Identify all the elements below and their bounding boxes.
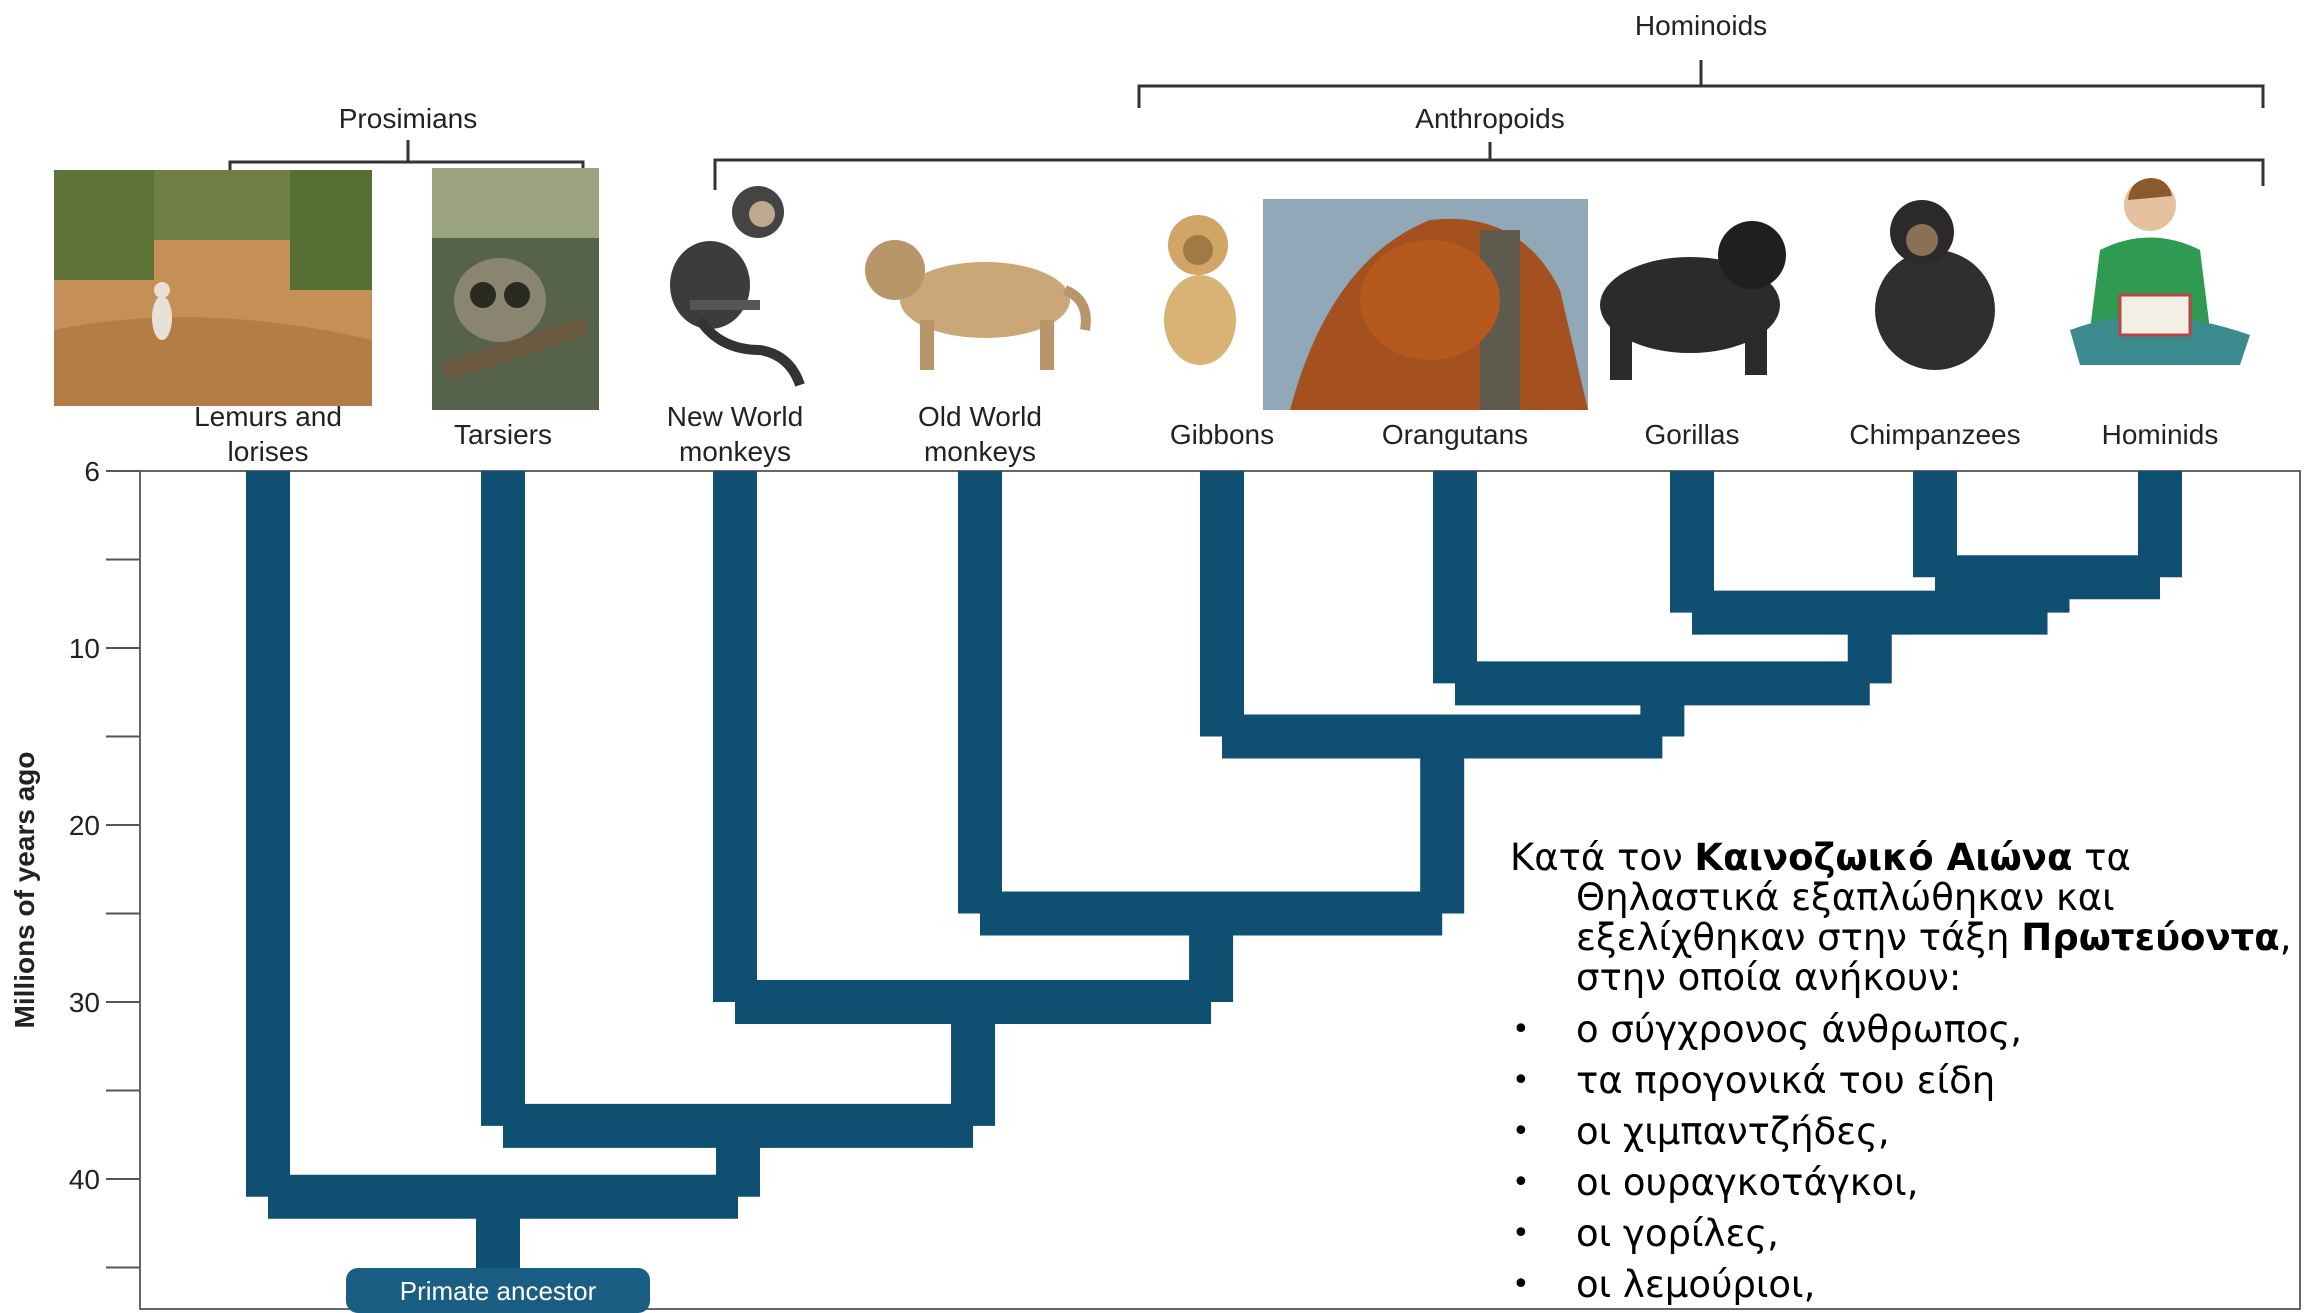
photo-lemur-icon [54,170,372,406]
bullet-icon: • [1512,1216,1530,1251]
taxon-label-chimpanzees: Chimpanzees [1849,419,2020,450]
gibbon-icon [1164,215,1236,365]
bullet-icon: • [1512,1165,1530,1200]
y-tick-label: 30 [69,987,100,1018]
new-world-monkey-icon [670,186,805,387]
note-bullet-text: οι χιμπαντζήδες, [1576,1110,1890,1153]
hominoids-bracket: Hominoids [1137,10,2265,108]
bullet-icon: • [1512,1114,1530,1149]
anthropoids-label: Anthropoids [1415,103,1564,134]
y-tick-label: 10 [69,633,100,664]
note-bullet-text: ο σύγχρονος άνθρωπος, [1576,1008,2022,1051]
note-intro-mid: τα Θηλαστικά εξαπλώθηκαν και εξελίχθηκαν… [1576,836,2131,959]
bullet-icon: • [1512,1012,1530,1047]
anthropoids-bracket: Anthropoids [713,103,2265,190]
hominoids-label: Hominoids [1635,10,1767,41]
taxon-label-orangutans: Orangutans [1382,419,1528,450]
prosimians-bracket: Prosimians [228,103,585,175]
baboon-icon [865,240,1091,370]
note-bullet-list: • ο σύγχρονος άνθρωπος, • τα προγονικά του… [1510,1004,2300,1310]
note-intro-bold-primates: Πρωτεύοντα [2021,916,2280,959]
note-bullet-text: οι λεμούριοι, [1576,1263,1816,1306]
taxon-label-gibbons: Gibbons [1170,419,1274,450]
note-intro-post: , στην οποία ανήκουν: [1576,916,2292,999]
taxon-label-lemurs-line2: lorises [228,436,309,467]
note-bullet-text: τα προγονικά του είδη [1576,1059,1996,1102]
y-axis-title: Millions of years ago [9,752,40,1029]
note-intro-bold-cenozoic: Καινοζωικό Αιώνα [1694,836,2073,879]
note-intro-pre: Κατά τον [1510,836,1695,879]
bullet-icon: • [1512,1063,1530,1098]
photo-tarsier-icon [432,168,599,410]
taxon-label-old_world-line2: monkeys [924,436,1036,467]
y-tick-label: 40 [69,1164,100,1195]
taxon-label-new_world: New World [667,401,803,432]
note-bullet-item: • οι χιμπαντζήδες, [1510,1106,2300,1157]
chimpanzee-icon [1875,200,1995,370]
taxon-label-tarsiers: Tarsiers [454,419,552,450]
note-bullet-text: οι γορίλες, [1576,1212,1779,1255]
taxon-label-gorillas: Gorillas [1645,419,1740,450]
taxon-label-lemurs: Lemurs and [194,401,342,432]
primate-ancestor-label: Primate ancestor [400,1276,597,1306]
y-tick-label: 20 [69,810,100,841]
gorilla-icon [1600,221,1786,380]
taxon-label-old_world: Old World [918,401,1042,432]
note-bullet-item: • ο σύγχρονος άνθρωπος, [1510,1004,2300,1055]
primates-note: Κατά τον Καινοζωικό Αιώνα τα Θηλαστικά ε… [1510,838,2300,1310]
taxon-label-hominids: Hominids [2102,419,2219,450]
y-tick-label: 6 [84,456,100,487]
note-bullet-item: • οι λεμούριοι, [1510,1259,2300,1310]
primate-ancestor-badge: Primate ancestor [346,1268,650,1313]
photo-orangutan-icon [1263,199,1588,410]
note-bullet-item: • οι γορίλες, [1510,1208,2300,1259]
note-bullet-item: • τα προγονικά του είδη [1510,1055,2300,1106]
prosimians-label: Prosimians [339,103,477,134]
taxon-label-new_world-line2: monkeys [679,436,791,467]
human-reading-icon [2070,178,2250,365]
note-bullet-item: • οι ουραγκοτάγκοι, [1510,1157,2300,1208]
note-intro: Κατά τον Καινοζωικό Αιώνα τα Θηλαστικά ε… [1510,838,2300,998]
note-bullet-text: οι ουραγκοτάγκοι, [1576,1161,1919,1204]
bullet-icon: • [1512,1267,1530,1302]
